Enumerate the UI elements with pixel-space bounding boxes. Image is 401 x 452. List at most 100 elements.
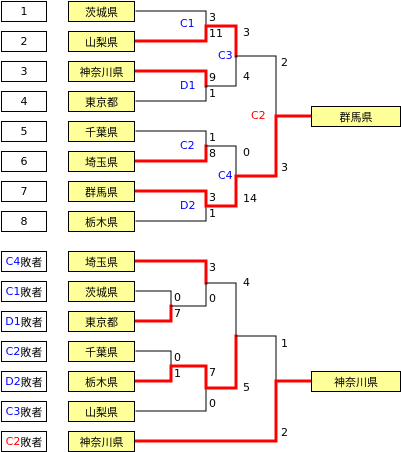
score: 1 (174, 367, 181, 380)
score: 8 (209, 147, 216, 160)
match-code: C2 (5, 435, 21, 448)
score: 3 (281, 161, 288, 174)
team-cell: 山梨県 (68, 31, 135, 52)
bracket-line-win (204, 334, 238, 390)
score: 0 (209, 292, 216, 305)
loser-suffix: 敗者 (20, 405, 43, 419)
team-cell: 千葉県 (68, 121, 135, 142)
score: 4 (243, 70, 250, 83)
bracket-line-win (134, 304, 173, 323)
team-cell: 茨城県 (68, 281, 135, 302)
score: 7 (209, 366, 216, 379)
bracket-line (205, 145, 237, 177)
match-code: D1 (5, 315, 21, 328)
score: 3 (209, 11, 216, 24)
team-cell: 埼玉県 (68, 251, 135, 272)
score: 0 (174, 291, 181, 304)
match-label-c3: C3 (218, 49, 233, 62)
loser-suffix: 敗者 (20, 375, 43, 389)
seed-cell: 2 (1, 31, 47, 52)
bracket-line-win (134, 189, 208, 208)
seed-cell: 3 (1, 61, 47, 82)
team-cell: 山梨県 (68, 401, 135, 422)
match-label-c2-final: C2 (251, 109, 266, 122)
bracket-line-win (134, 24, 208, 43)
score: 0 (174, 351, 181, 364)
score: 1 (209, 207, 216, 220)
bracket-line (205, 282, 237, 337)
match-code: D2 (5, 375, 21, 388)
lower-winner-cell: 神奈川県 (311, 371, 401, 392)
match-code: C4 (5, 255, 21, 268)
score: 3 (209, 191, 216, 204)
bracket-line (235, 335, 277, 382)
seed-cell: 4 (1, 91, 47, 112)
bracket-line (170, 282, 207, 307)
team-cell: 栃木県 (68, 371, 135, 392)
team-cell: 神奈川県 (68, 431, 135, 452)
bracket-line (235, 55, 277, 117)
upper-winner-cell: 群馬県 (311, 106, 401, 127)
score: 2 (281, 426, 288, 439)
score: 7 (174, 307, 181, 320)
bracket-line-win (234, 114, 313, 178)
score: 1 (281, 337, 288, 350)
team-cell: 埼玉県 (68, 151, 135, 172)
match-code: C2 (5, 345, 21, 358)
loser-suffix: 敗者 (20, 345, 43, 359)
score: 2 (281, 56, 288, 69)
bracket-line-win (134, 144, 208, 163)
bracket-line (135, 350, 172, 367)
score: 3 (209, 261, 216, 274)
team-cell: 千葉県 (68, 341, 135, 362)
team-cell: 東京都 (68, 91, 135, 112)
score: 0 (209, 397, 216, 410)
bracket-line (135, 387, 207, 412)
match-label-d2: D2 (180, 199, 196, 212)
bracket-line-win (169, 364, 208, 390)
team-cell: 群馬県 (68, 181, 135, 202)
bracket-line (135, 205, 207, 222)
team-cell: 神奈川県 (68, 61, 135, 82)
score: 9 (209, 71, 216, 84)
loser-suffix: 敗者 (20, 435, 43, 449)
team-cell: 東京都 (68, 311, 135, 332)
bracket-line (135, 290, 172, 307)
seed-cell: 7 (1, 181, 47, 202)
score: 0 (243, 146, 250, 159)
seed-cell: 8 (1, 211, 47, 232)
loser-suffix: 敗者 (20, 285, 43, 299)
seed-cell: 1 (1, 1, 47, 22)
seed-cell: 5 (1, 121, 47, 142)
score: 3 (243, 26, 250, 39)
score: 4 (243, 276, 250, 289)
score: 11 (209, 27, 223, 40)
match-label-c1: C1 (180, 17, 195, 30)
score: 1 (209, 131, 216, 144)
match-label-c2: C2 (180, 139, 195, 152)
bracket-line-win (134, 379, 313, 443)
match-label-c4: C4 (218, 169, 233, 182)
bracket-line-win (134, 364, 173, 383)
bracket-line (135, 85, 207, 102)
team-cell: 栃木県 (68, 211, 135, 232)
team-cell: 茨城県 (68, 1, 135, 22)
score: 1 (209, 87, 216, 100)
bracket-line-win (204, 174, 238, 208)
bracket-line (135, 130, 207, 147)
match-label-d1: D1 (180, 79, 196, 92)
seed-cell: 6 (1, 151, 47, 172)
bracket-line-win (134, 259, 208, 285)
match-code: C3 (5, 405, 21, 418)
loser-suffix: 敗者 (20, 315, 43, 329)
bracket-line-win (134, 69, 208, 88)
bracket-line (135, 10, 207, 27)
